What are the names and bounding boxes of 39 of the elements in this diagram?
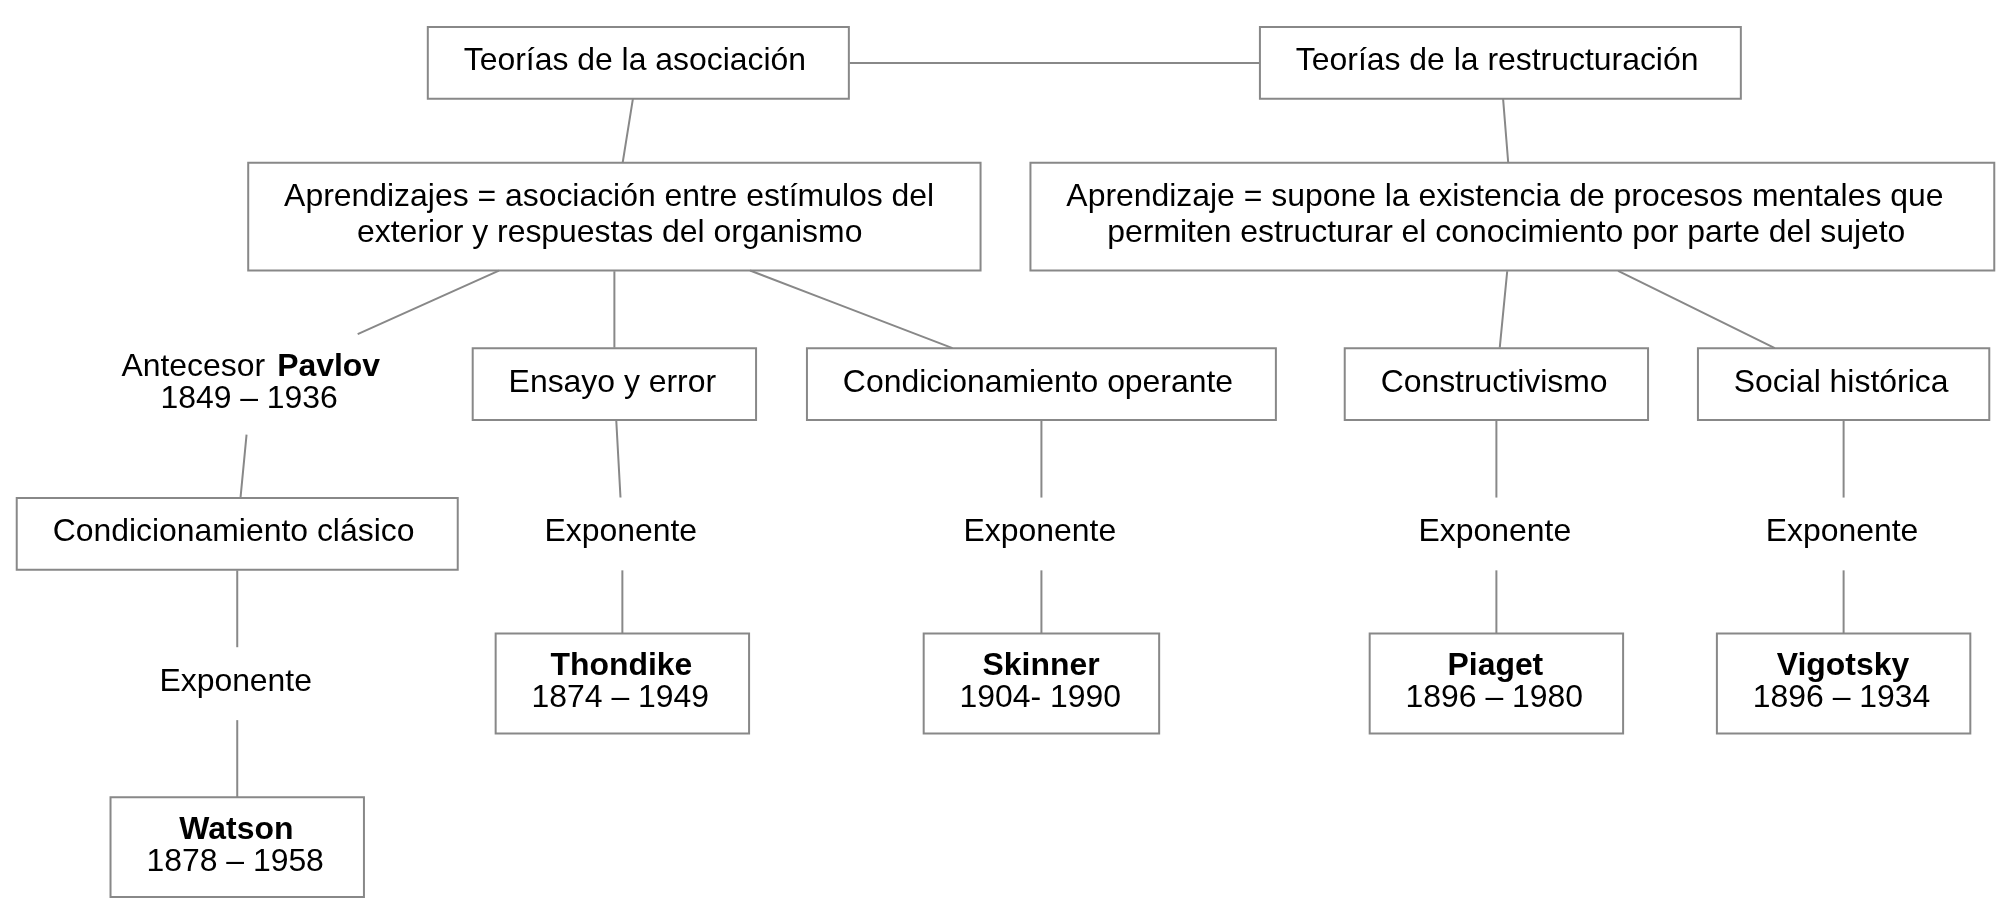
connector xyxy=(1040,569,1043,635)
node-box: Social histórica xyxy=(1696,347,1991,422)
connector xyxy=(613,270,616,349)
connector xyxy=(356,269,500,336)
node-box: Piaget 1896 – 1980 xyxy=(1368,632,1625,735)
node-box: Teorías de la asociación xyxy=(426,26,850,100)
node-box: Thondike 1874 – 1949 xyxy=(494,632,751,735)
connector xyxy=(1617,269,1776,350)
node-box: Ensayo y error xyxy=(471,347,758,422)
node-text: Exponente xyxy=(544,512,698,549)
connector xyxy=(1040,419,1043,499)
node-box: Condicionamiento operante xyxy=(805,347,1277,422)
connector xyxy=(1495,419,1498,499)
node-box: Aprendizaje = supone la existencia de procesos mentales que permiten estructurar el conocimiento por parte del sujeto xyxy=(1029,161,1996,272)
node-text: Antecesor Pavlov 1849 – 1936 xyxy=(121,346,381,415)
node-box: Aprendizajes = asociación entre estímulos del exterior y respuestas del organismo xyxy=(247,161,982,272)
node-box: Teorías de la restructuración xyxy=(1258,26,1742,100)
connector xyxy=(848,61,1261,64)
connector xyxy=(236,719,239,799)
node-box: Watson 1878 – 1958 xyxy=(109,796,365,898)
node-text: Exponente xyxy=(963,512,1117,549)
connector xyxy=(239,433,248,499)
connector xyxy=(621,97,634,164)
connector xyxy=(236,569,239,649)
node-text: Exponente xyxy=(159,662,312,699)
connector xyxy=(749,269,954,350)
node-box: Vigotsky 1896 – 1934 xyxy=(1715,632,1972,735)
node-text: Exponente xyxy=(1765,512,1919,549)
connector xyxy=(1495,569,1498,635)
connector xyxy=(621,569,624,635)
connector xyxy=(1502,97,1510,164)
node-box: Skinner 1904- 1990 xyxy=(922,632,1161,735)
connector xyxy=(1498,270,1509,349)
connector xyxy=(615,419,622,499)
node-box: Constructivismo xyxy=(1343,347,1650,422)
connector xyxy=(1842,419,1845,499)
connector xyxy=(1842,569,1845,635)
node-box: Condicionamiento clásico xyxy=(15,496,459,571)
node-text: Exponente xyxy=(1418,512,1572,549)
